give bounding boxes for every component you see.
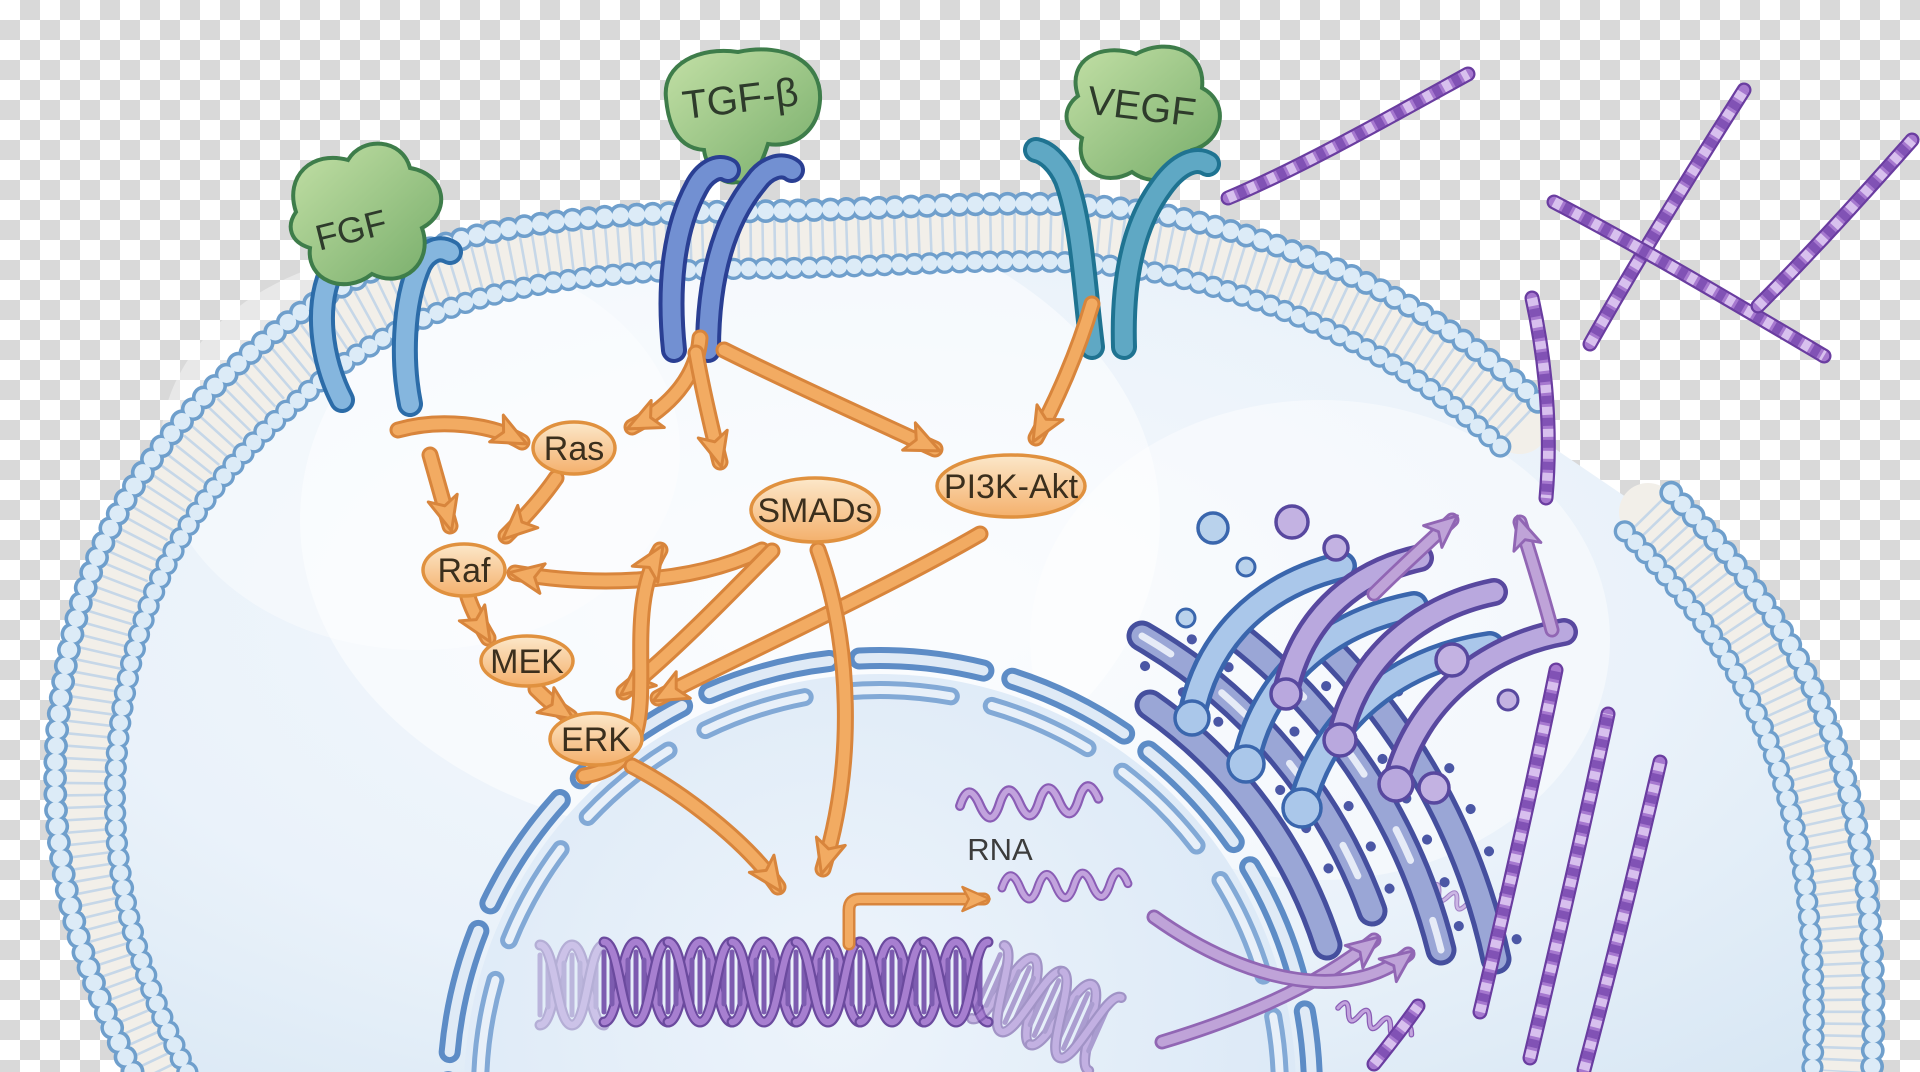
vesicle	[1196, 511, 1230, 545]
golgi-cisterna-bulb	[1173, 699, 1211, 737]
mek-label: MEK	[490, 643, 564, 681]
node-smads: SMADs	[749, 476, 881, 544]
vesicle	[1496, 688, 1520, 712]
vegf-ligand	[1064, 44, 1222, 183]
tgfb-ligand	[663, 47, 823, 185]
vesicle	[1274, 504, 1310, 540]
fgf-receptor-complex: FGF	[288, 141, 450, 404]
node-mek: MEK	[479, 634, 575, 688]
golgi-cisterna-bulb	[1322, 722, 1358, 758]
pi3k-akt-label: PI3K-Akt	[944, 468, 1079, 506]
golgi-apparatus	[1173, 504, 1564, 829]
rna-label: RNA	[967, 832, 1033, 867]
vesicle	[1434, 642, 1470, 678]
vegf-receptor-complex: VEGF	[1036, 44, 1222, 347]
smads-label: SMADs	[757, 492, 872, 530]
node-pi3k-akt: PI3K-Akt	[935, 453, 1087, 519]
ras-label: Ras	[544, 430, 604, 468]
node-ras: Ras	[531, 420, 617, 476]
vesicle	[1322, 534, 1350, 562]
nucleoplasm	[464, 674, 1296, 1072]
vesicle	[1235, 556, 1257, 578]
collagen-fiber	[1758, 140, 1912, 306]
golgi-cisterna-bulb	[1377, 765, 1415, 803]
collagen-fiber	[1228, 74, 1468, 198]
nucleus: RNA	[437, 647, 1323, 1072]
vesicle	[1175, 607, 1197, 629]
node-raf: Raf	[421, 542, 507, 598]
erk-label: ERK	[561, 721, 631, 759]
tgfb-receptor-complex: TGF-β	[663, 47, 823, 350]
nuclear-envelope	[437, 647, 1323, 1072]
vesicle	[1417, 771, 1451, 805]
golgi-cisterna-bulb	[1226, 744, 1266, 784]
signaling-nodes: Ras Raf MEK ERK SMADs PI3K-Akt	[421, 420, 1087, 767]
golgi-cisterna-bulb	[1281, 787, 1323, 829]
golgi-cisterna-bulb	[1269, 677, 1303, 711]
collagen-fiber	[1590, 90, 1744, 344]
fgf-ligand	[288, 141, 444, 286]
raf-label: Raf	[438, 552, 491, 590]
node-erk: ERK	[548, 711, 644, 767]
